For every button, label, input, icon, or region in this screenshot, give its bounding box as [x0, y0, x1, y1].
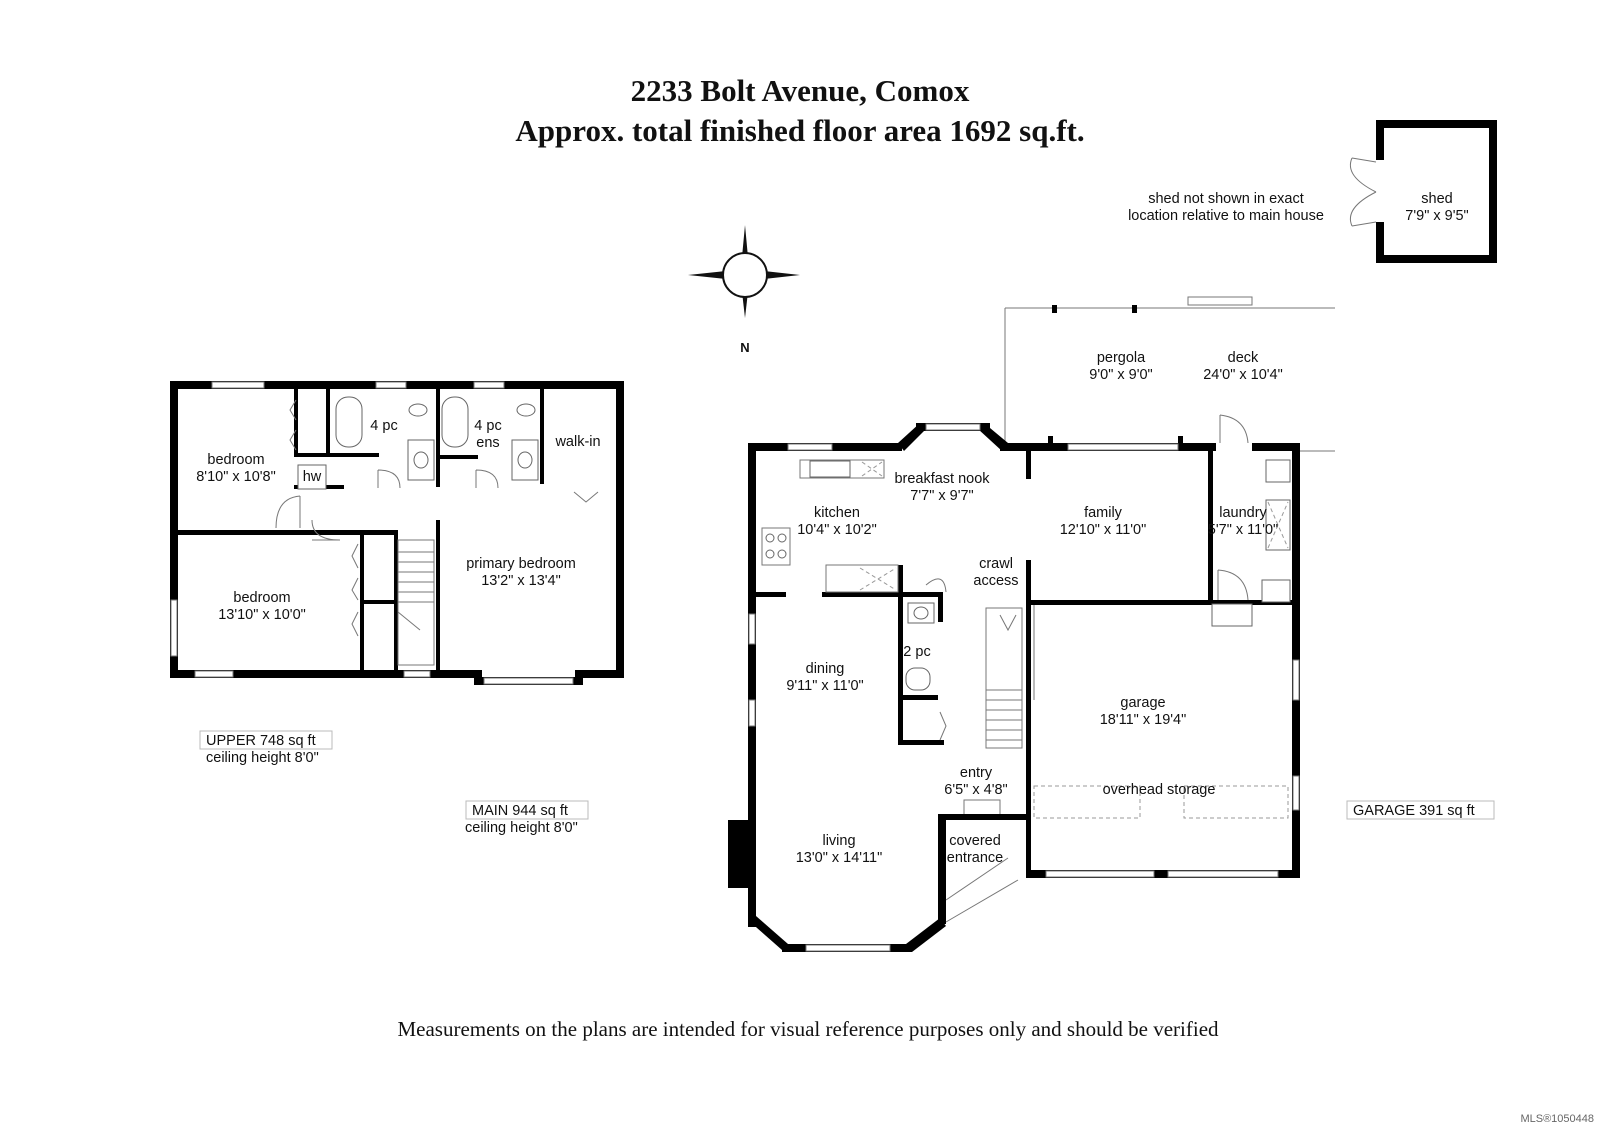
upper-info-area: UPPER 748 sq ft	[206, 733, 316, 749]
main-room-dining-dims: 9'11" x 11'0"	[786, 678, 863, 694]
upper-floor-plan	[170, 381, 624, 685]
mls-watermark: MLS®1050448	[1520, 1113, 1594, 1125]
main-info-ceiling: ceiling height 8'0"	[465, 820, 578, 836]
main-info-box	[465, 800, 589, 820]
main-room-powder-name: 2 pc	[903, 644, 930, 660]
garage-info-area: GARAGE 391 sq ft	[1353, 803, 1475, 819]
main-room-deck-dims: 24'0" x 10'4"	[1203, 367, 1283, 383]
upper-room-bedroom-1-name: bedroom	[207, 452, 264, 468]
main-room-covered-dims: entrance	[947, 850, 1003, 866]
upper-room-bedroom-2-dims: 13'10" x 10'0"	[218, 607, 306, 623]
compass-north-label: N	[740, 340, 749, 355]
upper-room-bedroom-2-name: bedroom	[233, 590, 290, 606]
main-room-living-dims: 13'0" x 14'11"	[796, 850, 883, 866]
main-room-laundry-dims: 5'7" x 11'0"	[1208, 522, 1278, 538]
footer-disclaimer: Measurements on the plans are intended f…	[397, 1017, 1219, 1041]
main-info-area: MAIN 944 sq ft	[472, 803, 568, 819]
main-room-entry-name: entry	[960, 765, 993, 781]
main-room-garage-dims: 18'11" x 19'4"	[1100, 712, 1187, 728]
compass-icon	[688, 225, 800, 318]
title-address: 2233 Bolt Avenue, Comox	[631, 73, 970, 108]
main-room-laundry-name: laundry	[1219, 505, 1267, 521]
upper-room-bedroom-1-dims: 8'10" x 10'8"	[196, 469, 276, 485]
main-room-pergola-name: pergola	[1097, 350, 1146, 366]
main-room-kitchen-name: kitchen	[814, 505, 860, 521]
main-room-entry-dims: 6'5" x 4'8"	[944, 782, 1007, 798]
main-room-living-name: living	[822, 833, 855, 849]
upper-info-box	[199, 730, 333, 750]
main-room-pergola-dims: 9'0" x 9'0"	[1089, 367, 1152, 383]
main-room-covered-name: covered	[949, 833, 1001, 849]
upper-room-hw-name: hw	[303, 469, 322, 485]
garage-info-box	[1346, 800, 1495, 820]
main-room-dining-name: dining	[806, 661, 845, 677]
main-room-nook-dims: 7'7" x 9'7"	[910, 488, 973, 504]
main-room-kitchen-dims: 10'4" x 10'2"	[797, 522, 877, 538]
main-room-family-name: family	[1084, 505, 1123, 521]
shed-note-line1: shed not shown in exact	[1148, 191, 1304, 207]
title-area: Approx. total finished floor area 1692 s…	[515, 113, 1084, 148]
upper-room-bath-name: 4 pc	[370, 418, 397, 434]
upper-room-walkin-name: walk-in	[554, 434, 600, 450]
shed-note-line2: location relative to main house	[1128, 208, 1324, 224]
shed-name: shed	[1421, 191, 1452, 207]
upper-info-ceiling: ceiling height 8'0"	[206, 750, 319, 766]
main-room-storage-name: overhead storage	[1103, 782, 1216, 798]
upper-room-primary-name: primary bedroom	[466, 556, 576, 572]
main-room-family-dims: 12'10" x 11'0"	[1060, 522, 1147, 538]
upper-room-ensuite-dims: ens	[476, 435, 499, 451]
main-floor-plan	[728, 296, 1335, 952]
main-room-garage-name: garage	[1120, 695, 1165, 711]
main-room-nook-name: breakfast nook	[894, 471, 990, 487]
shed-dims: 7'9" x 9'5"	[1405, 208, 1468, 224]
main-room-crawl-dims: access	[973, 573, 1018, 589]
shed-plan	[1350, 120, 1497, 263]
upper-room-primary-dims: 13'2" x 13'4"	[481, 573, 561, 589]
upper-room-ensuite-name: 4 pc	[474, 418, 501, 434]
main-room-crawl-name: crawl	[979, 556, 1013, 572]
main-room-deck-name: deck	[1228, 350, 1259, 366]
